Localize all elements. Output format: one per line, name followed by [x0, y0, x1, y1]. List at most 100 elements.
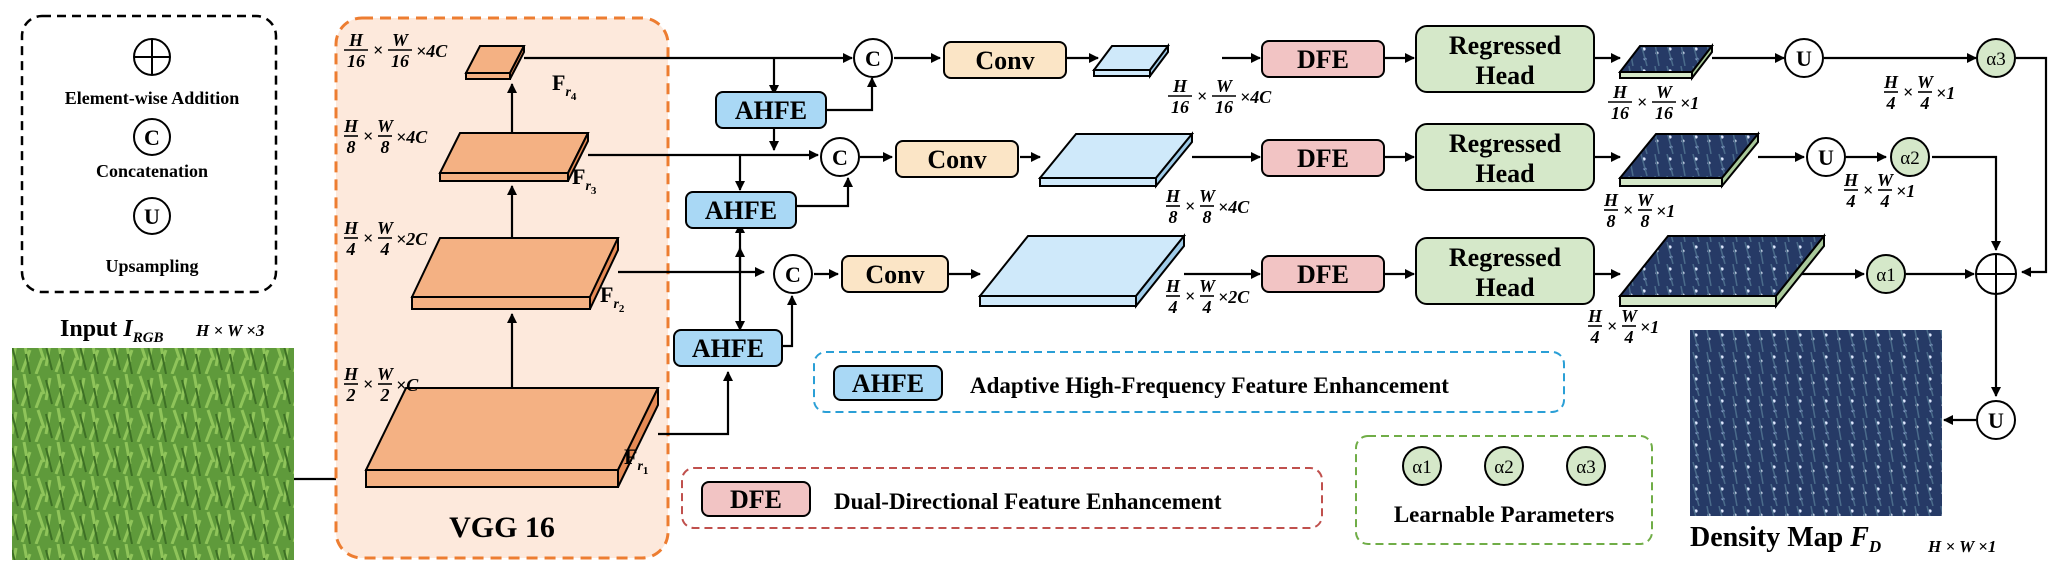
- density-slab-middle: [1617, 131, 1761, 189]
- svg-text:4: 4: [1202, 297, 1212, 317]
- svg-text:W: W: [1199, 276, 1217, 296]
- svg-text:×1: ×1: [1640, 317, 1659, 337]
- conv-box-middle: Conv: [895, 140, 1019, 178]
- svg-text:AHFE: AHFE: [705, 196, 777, 225]
- svg-text:AHFE: AHFE: [692, 334, 764, 363]
- dfe-legend-symbol: DFE: [730, 485, 782, 514]
- svg-text:×4C: ×4C: [416, 41, 448, 61]
- svg-text:Regressed: Regressed: [1449, 129, 1562, 158]
- svg-text:α2: α2: [1900, 148, 1919, 169]
- svg-text:H: H: [343, 364, 359, 384]
- alpha-node-2: α2: [1890, 137, 1930, 177]
- backbone-dim-r3: H8×W8×4C: [343, 116, 428, 157]
- svg-text:×: ×: [1197, 86, 1207, 106]
- svg-text:×2C: ×2C: [1218, 287, 1250, 307]
- svg-text:α2: α2: [1494, 457, 1513, 478]
- svg-text:×: ×: [1185, 196, 1195, 216]
- svg-text:Conv: Conv: [865, 260, 924, 289]
- alpha-node-3: α3: [1976, 38, 2016, 78]
- svg-text:Regressed: Regressed: [1449, 243, 1562, 272]
- svg-text:U: U: [144, 204, 160, 229]
- feature-slab-r1: [364, 387, 660, 488]
- svg-text:Head: Head: [1475, 159, 1535, 188]
- svg-text:8: 8: [1169, 207, 1178, 227]
- sum-node: [1975, 253, 2017, 295]
- ahfe-box-top: AHFE: [715, 91, 827, 129]
- conv-dim-1: H8×W8×4C: [1165, 186, 1250, 227]
- svg-text:H: H: [1172, 76, 1188, 96]
- output-density-map: Density Map FD H × W ×1: [1690, 330, 1996, 556]
- svg-text:4: 4: [1920, 93, 1930, 113]
- legend-upsample-label: Upsampling: [105, 256, 198, 276]
- ahfe-legend-symbol: AHFE: [852, 369, 924, 398]
- add-icon: [133, 38, 171, 76]
- dfe-box-middle: DFE: [1261, 139, 1385, 177]
- svg-text:α1: α1: [1876, 265, 1895, 286]
- svg-text:W: W: [1637, 190, 1655, 210]
- conv-box-bottom: Conv: [841, 255, 949, 293]
- ahfe-legend: AHFE Adaptive High-Frequency Feature Enh…: [813, 351, 1565, 413]
- svg-text:×: ×: [363, 374, 373, 394]
- svg-text:×: ×: [373, 40, 383, 60]
- svg-text:×1: ×1: [1656, 201, 1675, 221]
- svg-text:4: 4: [1590, 327, 1600, 347]
- svg-text:2: 2: [346, 385, 356, 405]
- alpha-legend: α1 α2 α3 Learnable Parameters: [1355, 435, 1653, 545]
- svg-text:4: 4: [380, 239, 390, 259]
- conv-slab-bottom: [977, 233, 1187, 309]
- svg-text:Conv: Conv: [927, 145, 986, 174]
- svg-text:C: C: [785, 262, 801, 287]
- backbone-dim-r2: H4×W4×2C: [343, 218, 428, 259]
- vgg16-title: VGG 16: [449, 511, 555, 544]
- svg-text:×1: ×1: [1896, 181, 1915, 201]
- svg-text:×4C: ×4C: [1240, 87, 1272, 107]
- svg-text:16: 16: [1171, 97, 1189, 117]
- head-dim-0: H16×W16×1: [1608, 82, 1699, 123]
- feature-label-r4: Fr4: [552, 70, 577, 103]
- head-dim-2: H4×W4×1: [1587, 306, 1659, 347]
- alpha-legend-label: Learnable Parameters: [1394, 502, 1614, 527]
- svg-text:H: H: [1587, 306, 1603, 326]
- feature-slab-r3: [438, 132, 590, 182]
- svg-text:W: W: [1621, 306, 1639, 326]
- svg-text:×: ×: [363, 228, 373, 248]
- svg-text:×: ×: [1903, 82, 1913, 102]
- concat-node-top: C: [853, 38, 893, 78]
- density-slab-bottom: [1617, 233, 1827, 309]
- svg-text:×: ×: [1637, 92, 1647, 112]
- svg-text:H: H: [348, 30, 364, 50]
- upsample-node-middle: U: [1806, 137, 1846, 177]
- svg-text:U: U: [1818, 145, 1834, 170]
- svg-text:H: H: [1603, 190, 1619, 210]
- svg-text:4: 4: [1880, 191, 1890, 211]
- regressed-head-bottom: Regressed Head: [1415, 237, 1595, 305]
- svg-text:DFE: DFE: [1297, 144, 1349, 173]
- svg-text:×: ×: [363, 126, 373, 146]
- svg-text:×1: ×1: [1936, 83, 1955, 103]
- svg-text:U: U: [1796, 46, 1812, 71]
- svg-text:16: 16: [1611, 103, 1629, 123]
- svg-text:×: ×: [1863, 180, 1873, 200]
- conv-slab-top: [1092, 43, 1170, 79]
- dfe-legend-desc: Dual-Directional Feature Enhancement: [834, 489, 1222, 514]
- svg-text:H: H: [1843, 170, 1859, 190]
- conv-slab-middle: [1037, 131, 1195, 189]
- branch-dimensions: H16×W16×4CH8×W8×4CH4×W4×2CH16×W16×1H8×W8…: [1165, 72, 1955, 347]
- svg-text:U: U: [1988, 408, 2004, 433]
- conv-box-top: Conv: [943, 41, 1067, 79]
- svg-text:W: W: [1656, 82, 1674, 102]
- conv-dim-2: H4×W4×2C: [1165, 276, 1250, 317]
- svg-text:8: 8: [1607, 211, 1616, 231]
- input-image-group: Input IRGB H × W ×3: [12, 316, 294, 560]
- svg-text:H: H: [1612, 82, 1628, 102]
- svg-text:H: H: [1883, 72, 1899, 92]
- svg-text:C: C: [865, 46, 881, 71]
- svg-text:×: ×: [1185, 286, 1195, 306]
- svg-text:8: 8: [347, 137, 356, 157]
- svg-text:W: W: [1877, 170, 1895, 190]
- svg-text:×: ×: [1607, 316, 1617, 336]
- svg-text:×: ×: [1623, 200, 1633, 220]
- svg-text:×4C: ×4C: [396, 127, 428, 147]
